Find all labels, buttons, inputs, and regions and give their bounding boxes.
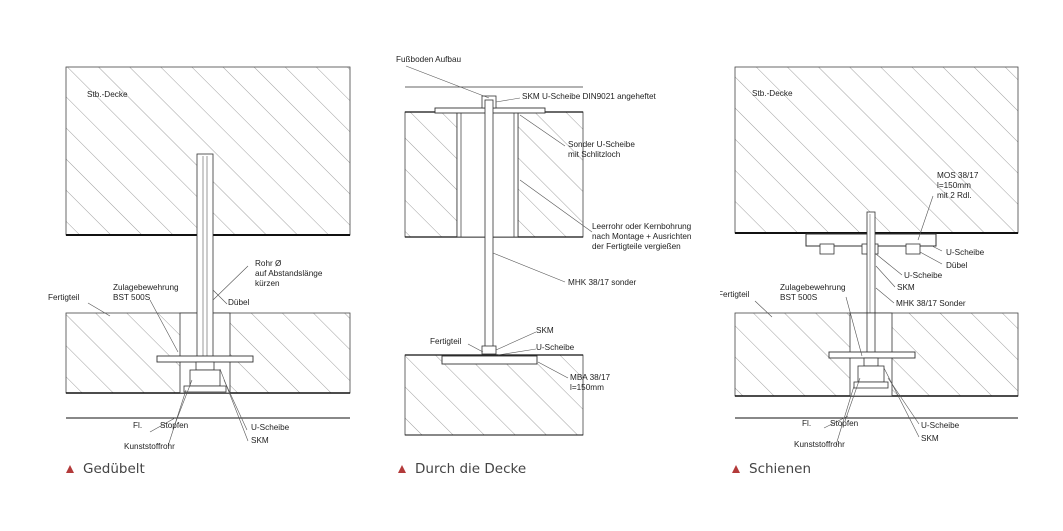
label-stopfen: Stopfen bbox=[830, 419, 859, 428]
label-rohr: Rohr Ø bbox=[255, 259, 282, 268]
caption-geduebelt: Gedübelt bbox=[66, 461, 145, 477]
label-kunststoffrohr: Kunststoffrohr bbox=[124, 442, 175, 451]
tube bbox=[196, 153, 214, 361]
label-fertigteil: Fertigteil bbox=[48, 293, 80, 302]
nut bbox=[195, 361, 215, 371]
label-skm: SKM bbox=[921, 434, 939, 443]
label-mhk: MHK 38/17 Sonder bbox=[896, 299, 966, 308]
diagram-durch-die-decke: Fußboden Aufbau SKM U-Scheibe DIN9021 an… bbox=[396, 55, 692, 436]
label-mba-2: l=150mm bbox=[570, 383, 604, 392]
lower-element bbox=[404, 354, 584, 436]
label-fl: Fl. bbox=[802, 419, 811, 428]
label-bst: BST 500S bbox=[113, 293, 151, 302]
label-sonder-2: mit Schlitzloch bbox=[568, 150, 621, 159]
stopper bbox=[189, 369, 221, 387]
caption-text: Durch die Decke bbox=[415, 461, 527, 477]
label-mos-3: mit 2 Rdl. bbox=[937, 191, 972, 200]
label-duebel: Dübel bbox=[946, 261, 968, 270]
label-u-scheibe-mid: U-Scheibe bbox=[904, 271, 943, 280]
rail-dowel-left bbox=[819, 243, 835, 255]
label-mos-2: l=150mm bbox=[937, 181, 971, 190]
label-stb-decke: Stb.-Decke bbox=[87, 90, 128, 99]
label-mhk: MHK 38/17 sonder bbox=[568, 278, 637, 287]
label-kuerzen: kürzen bbox=[255, 279, 280, 288]
label-stb-decke: Stb.-Decke bbox=[752, 89, 793, 98]
label-leer-3: der Fertigteile vergießen bbox=[592, 242, 681, 251]
label-skm: SKM bbox=[251, 436, 269, 445]
label-skm-u-scheibe: SKM U-Scheibe DIN9021 angeheftet bbox=[522, 92, 657, 101]
nut bbox=[863, 357, 879, 367]
plastic-tube bbox=[853, 381, 889, 389]
bottom-nut bbox=[481, 345, 497, 355]
threaded-rod bbox=[484, 99, 494, 353]
label-leer-2: nach Montage + Ausrichten bbox=[592, 232, 692, 241]
caption-schienen: Schienen bbox=[732, 461, 811, 477]
label-leer-1: Leerrohr oder Kernbohrung bbox=[592, 222, 692, 231]
label-mos-1: MOS 38/17 bbox=[937, 171, 979, 180]
label-skm: SKM bbox=[536, 326, 554, 335]
ceiling-slab bbox=[734, 66, 1019, 234]
panel-geduebelt: Stb.-Decke Rohr Ø auf Abstandslänge kürz… bbox=[0, 0, 360, 531]
caption-durch-die-decke: Durch die Decke bbox=[398, 461, 526, 477]
plastic-tube bbox=[183, 385, 227, 393]
label-abstand: auf Abstandslänge bbox=[255, 269, 323, 278]
caption-text: Schienen bbox=[749, 461, 812, 477]
label-u-scheibe: U-Scheibe bbox=[921, 421, 960, 430]
diagram-geduebelt: Stb.-Decke Rohr Ø auf Abstandslänge kürz… bbox=[48, 66, 351, 451]
label-skm-mid: SKM bbox=[897, 283, 915, 292]
label-zulage: Zulagebewehrung bbox=[780, 283, 846, 292]
triangle-marker-icon bbox=[66, 465, 74, 473]
label-duebel: Dübel bbox=[228, 298, 250, 307]
label-fertigteil: Fertigteil bbox=[430, 337, 462, 346]
label-fertigteil: Fertigteil bbox=[720, 290, 750, 299]
upper-slab-left bbox=[404, 111, 458, 238]
washer-plate bbox=[156, 355, 254, 363]
label-u-scheibe-top: U-Scheibe bbox=[946, 248, 985, 257]
label-bst: BST 500S bbox=[780, 293, 818, 302]
caption-text: Gedübelt bbox=[83, 461, 145, 477]
label-zulage: Zulagebewehrung bbox=[113, 283, 179, 292]
label-stopfen: Stopfen bbox=[160, 421, 189, 430]
stopper bbox=[857, 365, 885, 383]
label-fussboden: Fußboden Aufbau bbox=[396, 55, 462, 64]
label-mba-1: MBA 38/17 bbox=[570, 373, 610, 382]
triangle-marker-icon bbox=[398, 465, 406, 473]
upper-slab-right bbox=[517, 111, 584, 238]
diagram-schienen: Stb.-Decke MOS 38/17 l=150mm mit 2 Rdl. … bbox=[720, 66, 1019, 449]
panel-durch-die-decke: Fußboden Aufbau SKM U-Scheibe DIN9021 an… bbox=[360, 0, 720, 531]
rail-dowel-right bbox=[905, 243, 921, 255]
label-sonder-1: Sonder U-Scheibe bbox=[568, 140, 635, 149]
label-kunststoffrohr: Kunststoffrohr bbox=[794, 440, 845, 449]
washer-plate bbox=[828, 351, 916, 359]
anchor-rail bbox=[441, 355, 538, 365]
label-fl: Fl. bbox=[133, 421, 142, 430]
label-u-scheibe: U-Scheibe bbox=[536, 343, 575, 352]
panel-schienen: Stb.-Decke MOS 38/17 l=150mm mit 2 Rdl. … bbox=[720, 0, 1063, 531]
triangle-marker-icon bbox=[732, 465, 740, 473]
label-u-scheibe: U-Scheibe bbox=[251, 423, 290, 432]
